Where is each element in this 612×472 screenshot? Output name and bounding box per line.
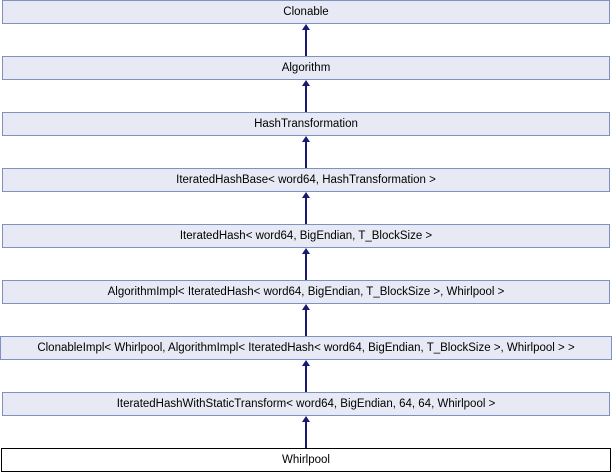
class-node-hashtransformation[interactable]: HashTransformation (2, 112, 610, 136)
inheritance-arrow (0, 136, 612, 168)
inheritance-arrow (0, 24, 612, 56)
arrow-line (305, 196, 307, 224)
inheritance-arrow (0, 360, 612, 392)
inheritance-arrow (0, 416, 612, 448)
class-node-iteratedhashbase[interactable]: IteratedHashBase< word64, HashTransforma… (2, 168, 610, 192)
class-node-algorithmimpl[interactable]: AlgorithmImpl< IteratedHash< word64, Big… (2, 280, 610, 304)
arrow-head-icon (302, 416, 310, 422)
arrow-line (305, 308, 307, 336)
arrow-head-icon (302, 360, 310, 366)
arrow-line (305, 364, 307, 392)
inheritance-arrow (0, 248, 612, 280)
arrow-head-icon (302, 136, 310, 142)
inheritance-arrow (0, 80, 612, 112)
class-node-algorithm[interactable]: Algorithm (2, 56, 610, 80)
arrow-line (305, 28, 307, 56)
class-node-clonableimpl[interactable]: ClonableImpl< Whirlpool, AlgorithmImpl< … (0, 336, 612, 360)
arrow-line (305, 84, 307, 112)
arrow-head-icon (302, 24, 310, 30)
arrow-head-icon (302, 304, 310, 310)
class-node-iteratedhash[interactable]: IteratedHash< word64, BigEndian, T_Block… (2, 224, 610, 248)
class-node-whirlpool: Whirlpool (1, 448, 611, 472)
class-node-iteratedhashwithstatictransform[interactable]: IteratedHashWithStaticTransform< word64,… (2, 392, 610, 416)
arrow-head-icon (302, 80, 310, 86)
inheritance-arrow (0, 192, 612, 224)
inheritance-arrow (0, 304, 612, 336)
arrow-head-icon (302, 192, 310, 198)
arrow-line (305, 252, 307, 280)
arrow-line (305, 140, 307, 168)
arrow-line (305, 420, 307, 448)
class-node-clonable[interactable]: Clonable (2, 0, 610, 24)
arrow-head-icon (302, 248, 310, 254)
